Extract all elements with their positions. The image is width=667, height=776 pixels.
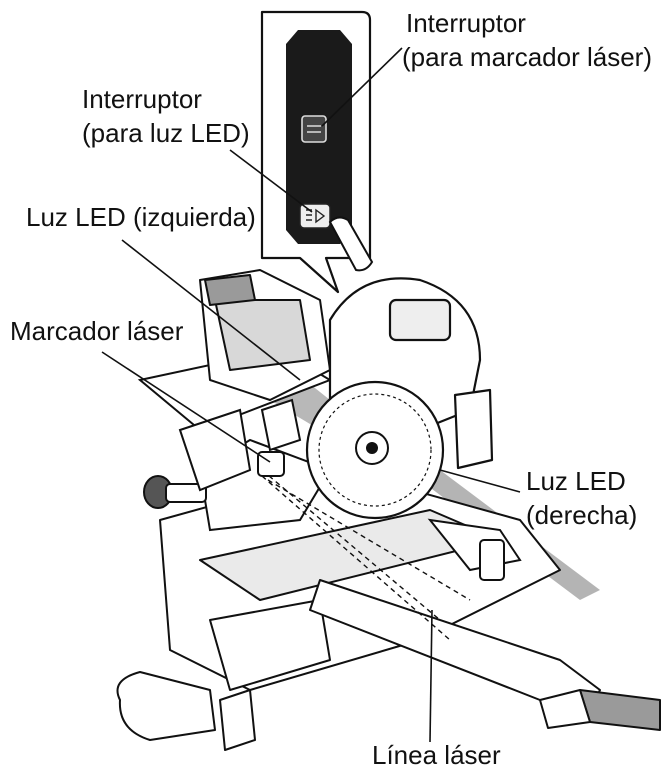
- leader-lines: [101, 47, 521, 743]
- knob-left: [143, 475, 207, 509]
- motor-housing: [199, 269, 331, 401]
- switch-inset: [260, 10, 374, 294]
- saw-blade: [305, 380, 445, 520]
- laser-switch-icon[interactable]: [301, 115, 327, 143]
- finger-icon: [328, 216, 374, 272]
- led-switch-icon[interactable]: [299, 203, 331, 229]
- callout-labels: Interruptor (para marcador láser) Interr…: [10, 8, 652, 770]
- label-laser-line: Línea láser: [372, 740, 501, 770]
- label-switch-laser-line2: (para marcador láser): [402, 42, 652, 72]
- label-led-right-line2: (derecha): [526, 500, 637, 530]
- label-led-left: Luz LED (izquierda): [26, 202, 256, 232]
- label-switch-laser-line1: Interruptor: [406, 8, 526, 38]
- led-light-beam-right: [410, 430, 600, 600]
- laser-beams: [261, 469, 471, 641]
- label-laser-marker: Marcador láser: [10, 316, 184, 346]
- bevel-handle: [309, 579, 661, 731]
- label-switch-led-line1: Interruptor: [82, 84, 202, 114]
- label-switch-led-line2: (para luz LED): [82, 118, 250, 148]
- label-led-right-line1: Luz LED: [526, 466, 626, 496]
